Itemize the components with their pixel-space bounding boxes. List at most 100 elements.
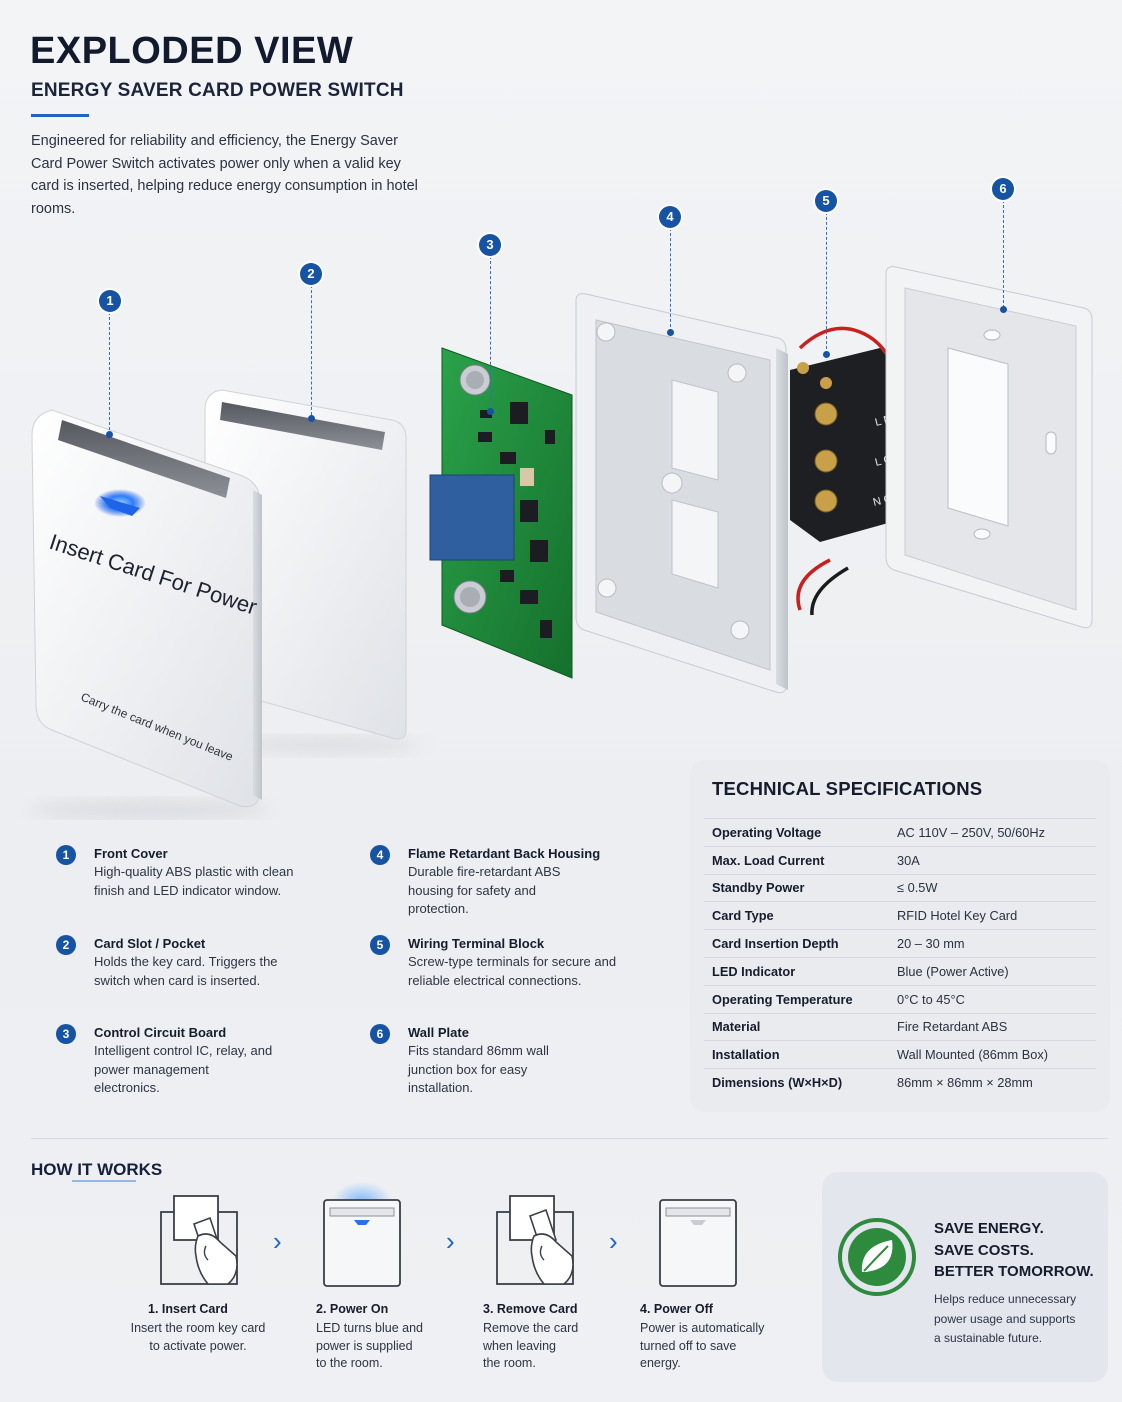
step-title: 2. Power On <box>316 1302 389 1316</box>
step-description: Insert the room key card to activate pow… <box>128 1320 268 1355</box>
step-description: Remove the card when leaving the room. <box>483 1320 578 1373</box>
hand-card-icon <box>496 1195 574 1285</box>
callout-dot-6 <box>1000 306 1007 313</box>
callout-2: 2 <box>300 263 322 285</box>
leaf-icon <box>838 1218 916 1296</box>
step-description-line: turned off to save <box>640 1338 737 1353</box>
callout-4: 4 <box>659 206 681 228</box>
component-number: 6 <box>370 1024 390 1044</box>
spec-value: 20 – 30 mm <box>889 929 1096 958</box>
step-description-line: to the room. <box>316 1356 383 1370</box>
hand-card-icon <box>160 1195 238 1285</box>
spec-key: LED Indicator <box>704 956 889 986</box>
step-description-line: Remove the card <box>483 1321 579 1335</box>
specs-title: TECHNICAL SPECIFICATIONS <box>712 778 983 799</box>
step-description-line: LED turns blue and <box>316 1321 424 1335</box>
step-title: 3. Remove Card <box>483 1302 578 1316</box>
step-title: 4. Power Off <box>640 1302 713 1316</box>
eco-headline-line: SAVE COSTS. <box>934 1241 1034 1259</box>
component-description: Intelligent control IC, relay, and power… <box>94 1043 273 1095</box>
switch-off-icon <box>659 1199 737 1287</box>
callout-5: 5 <box>815 190 837 212</box>
page-subtitle: ENERGY SAVER CARD POWER SWITCH <box>31 80 404 101</box>
chevron-right-icon: › <box>446 1226 455 1256</box>
spec-value: Fire Retardant ABS <box>889 1012 1096 1041</box>
step-description-line: when leaving <box>483 1338 556 1353</box>
component-name: Card Slot / Pocket <box>94 936 206 951</box>
exploded-view-drawing: Insert Card For Power Carry the card whe… <box>30 266 1093 820</box>
technical-specifications-panel: TECHNICAL SPECIFICATIONS Operating Volta… <box>690 760 1110 1112</box>
component-card-slot: 2 Card Slot / Pocket Holds the key card.… <box>56 935 316 990</box>
save-energy-card: SAVE ENERGY. SAVE COSTS. BETTER TOMORROW… <box>822 1172 1108 1382</box>
eco-description-line: power usage and supports <box>934 1311 1076 1326</box>
spec-value: AC 110V – 250V, 50/60Hz <box>889 818 1096 847</box>
chevron-right-icon: › <box>273 1226 282 1256</box>
callout-leader-4 <box>670 228 671 332</box>
callout-leader-1 <box>109 312 110 430</box>
callout-6: 6 <box>992 178 1014 200</box>
component-name: Flame Retardant Back Housing <box>408 846 601 861</box>
spec-key: Card Type <box>704 901 889 930</box>
front-cover-part: Insert Card For Power Carry the card whe… <box>31 409 262 808</box>
eco-headline-line: BETTER TOMORROW. <box>934 1263 1094 1280</box>
callout-dot-5 <box>823 351 830 358</box>
spec-key: Material <box>704 1012 889 1041</box>
component-name: Wiring Terminal Block <box>408 936 545 951</box>
component-number: 3 <box>56 1024 76 1044</box>
step-description-line: the room. <box>483 1356 536 1370</box>
spec-key: Operating Voltage <box>704 818 889 847</box>
step-description-line: Insert the room key card <box>130 1321 266 1335</box>
callout-3: 3 <box>479 234 501 256</box>
component-name: Control Circuit Board <box>94 1025 227 1040</box>
spec-key: Dimensions (W×H×D) <box>704 1068 889 1097</box>
component-number: 4 <box>370 845 390 865</box>
intro-paragraph: Engineered for reliability and efficienc… <box>31 133 418 217</box>
spec-key: Max. Load Current <box>704 845 889 875</box>
component-description: Screw-type terminals for secure and reli… <box>408 954 617 988</box>
spec-value: 30A <box>889 845 1096 875</box>
eco-headline: SAVE ENERGY. SAVE COSTS. BETTER TOMORROW… <box>934 1218 1094 1283</box>
component-number: 5 <box>370 935 390 955</box>
step-description-line: Power is automatically <box>640 1321 765 1335</box>
step-description-line: power is supplied <box>316 1338 413 1353</box>
component-number: 1 <box>56 845 76 865</box>
callout-dot-1 <box>106 431 113 438</box>
component-description: Fits standard 86mm wall junction box for… <box>408 1043 549 1095</box>
callout-dot-2 <box>308 415 315 422</box>
spec-value: Wall Mounted (86mm Box) <box>889 1040 1096 1069</box>
eco-description-line: Helps reduce unnecessary <box>934 1292 1077 1306</box>
spec-row: Standby Power≤ 0.5W <box>704 873 1096 902</box>
title-underline <box>31 114 89 117</box>
how-it-works-underline <box>72 1180 136 1182</box>
callout-dot-3 <box>487 408 494 415</box>
step-description: LED turns blue and power is supplied to … <box>316 1320 423 1373</box>
switch-led-on-icon <box>323 1182 401 1287</box>
component-terminal-block: 5 Wiring Terminal Block Screw-type termi… <box>370 935 630 990</box>
relay-component <box>429 474 515 561</box>
component-number: 2 <box>56 935 76 955</box>
spec-key: Card Insertion Depth <box>704 929 889 958</box>
step-description-line: energy. <box>640 1356 681 1370</box>
chevron-right-icon: › <box>609 1226 618 1256</box>
component-description: Durable fire-retardant ABS housing for s… <box>408 864 561 916</box>
callout-leader-2 <box>311 285 312 415</box>
spec-key: Standby Power <box>704 873 889 902</box>
callout-leader-5 <box>826 212 827 354</box>
spec-value: 0°C to 45°C <box>889 984 1096 1014</box>
component-circuit-board: 3 Control Circuit Board Intelligent cont… <box>56 1024 316 1098</box>
component-name: Wall Plate <box>408 1025 469 1040</box>
eco-description-line: a sustainable future. <box>934 1331 1043 1345</box>
how-it-works-title: HOW IT WORKS <box>31 1160 163 1179</box>
callout-1: 1 <box>99 290 121 312</box>
eco-headline-line: SAVE ENERGY. <box>934 1220 1044 1237</box>
page-title: EXPLODED VIEW <box>30 30 354 72</box>
component-description: High-quality ABS plastic with clean fini… <box>94 864 294 898</box>
